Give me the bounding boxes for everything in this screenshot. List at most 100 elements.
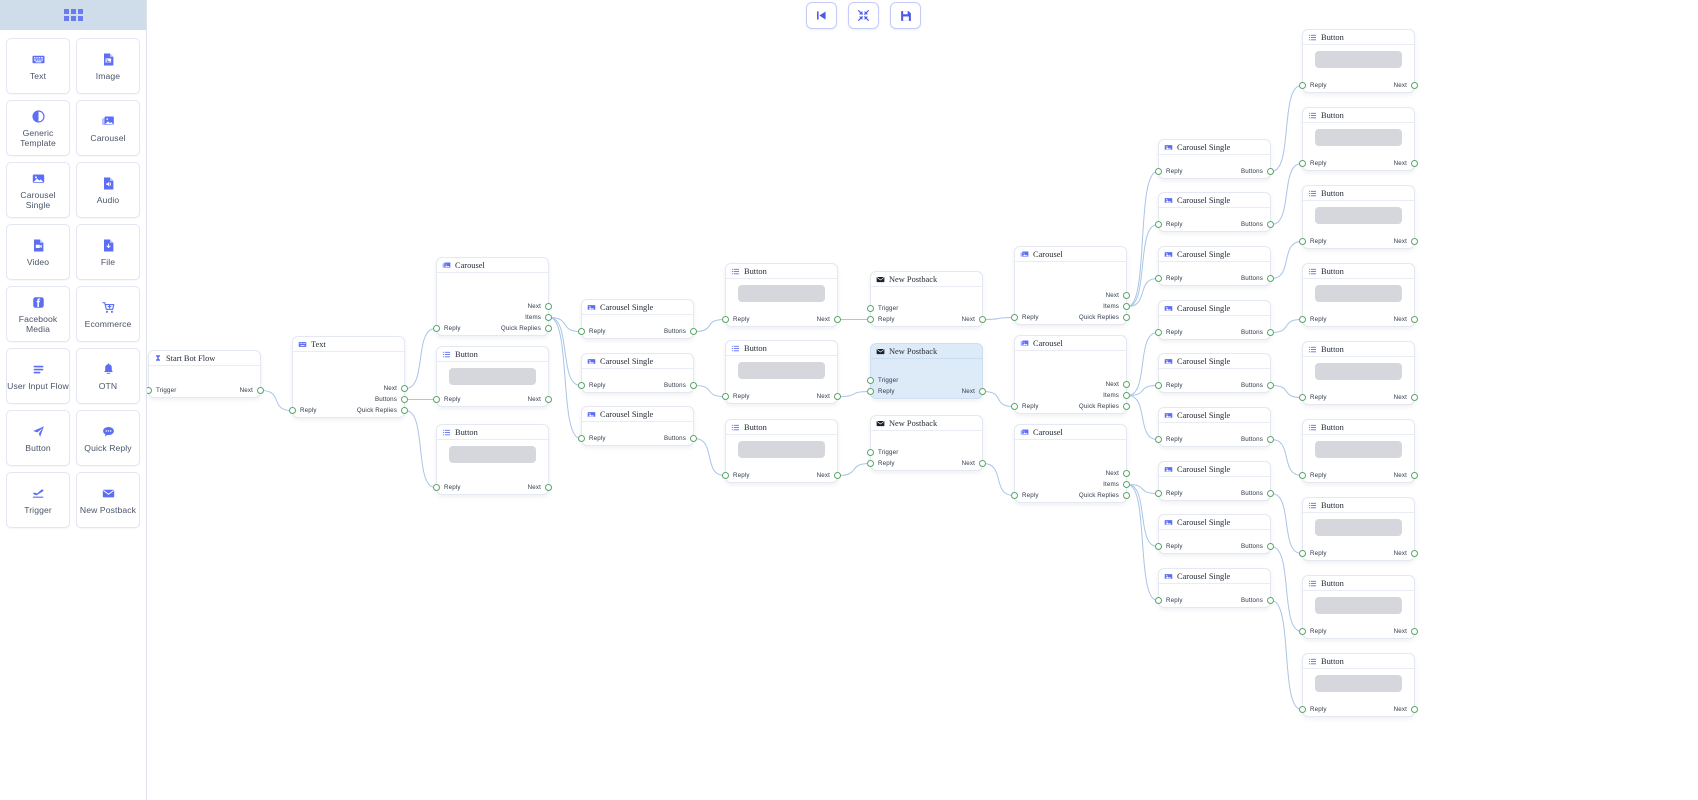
port-handle[interactable] — [433, 396, 440, 403]
port-handle[interactable] — [401, 407, 408, 414]
output-port-next[interactable]: Next — [384, 384, 408, 393]
node-header[interactable]: Button — [726, 341, 837, 356]
save-button[interactable] — [890, 2, 921, 29]
edge[interactable] — [1271, 600, 1302, 710]
input-port-trigger[interactable]: Trigger — [867, 304, 898, 313]
output-port-next[interactable]: Next — [962, 459, 986, 468]
edge[interactable] — [1271, 163, 1302, 225]
node-header[interactable]: Carousel — [1015, 336, 1126, 351]
node-header[interactable]: Button — [1303, 420, 1414, 435]
output-port-next[interactable]: Next — [528, 483, 552, 492]
edge[interactable] — [1271, 241, 1302, 279]
edge[interactable] — [694, 385, 725, 397]
node-header[interactable]: Button — [1303, 654, 1414, 669]
input-port-reply[interactable]: Reply — [1155, 328, 1183, 337]
port-handle[interactable] — [1267, 543, 1274, 550]
node-header[interactable]: Carousel Single — [582, 407, 693, 422]
node-header[interactable]: Carousel Single — [1159, 462, 1270, 477]
input-port-reply[interactable]: Reply — [1299, 159, 1327, 168]
input-port-reply[interactable]: Reply — [1155, 167, 1183, 176]
port-handle[interactable] — [545, 396, 552, 403]
output-port-next[interactable]: Next — [1394, 705, 1418, 714]
output-port-quick-replies[interactable]: Quick Replies — [1079, 402, 1130, 411]
input-port-reply[interactable]: Reply — [1299, 705, 1327, 714]
port-handle[interactable] — [401, 396, 408, 403]
output-port-next[interactable]: Next — [1394, 627, 1418, 636]
port-handle[interactable] — [979, 388, 986, 395]
output-port-items[interactable]: Items — [1103, 480, 1130, 489]
edge[interactable] — [983, 317, 1014, 320]
port-handle[interactable] — [1123, 314, 1130, 321]
output-port-next[interactable]: Next — [1106, 291, 1130, 300]
port-handle[interactable] — [1411, 472, 1418, 479]
output-port-next[interactable]: Next — [1394, 159, 1418, 168]
edge[interactable] — [694, 319, 725, 332]
port-handle[interactable] — [1155, 168, 1162, 175]
output-port-next[interactable]: Next — [962, 315, 986, 324]
palette-item-video[interactable]: Video — [6, 224, 70, 280]
input-port-reply[interactable]: Reply — [1299, 315, 1327, 324]
port-handle[interactable] — [1123, 303, 1130, 310]
palette-item-quick-reply[interactable]: Quick Reply — [76, 410, 140, 466]
port-handle[interactable] — [545, 484, 552, 491]
input-port-reply[interactable]: Reply — [1155, 274, 1183, 283]
port-handle[interactable] — [867, 377, 874, 384]
palette-item-user-input-flow[interactable]: User Input Flow — [6, 348, 70, 404]
port-handle[interactable] — [1155, 543, 1162, 550]
output-port-next[interactable]: Next — [240, 386, 264, 395]
port-handle[interactable] — [1299, 160, 1306, 167]
output-port-buttons[interactable]: Buttons — [1241, 220, 1274, 229]
input-port-reply[interactable]: Reply — [1155, 489, 1183, 498]
edge[interactable] — [1127, 332, 1158, 396]
node-header[interactable]: Carousel Single — [1159, 515, 1270, 530]
input-port-reply[interactable]: Reply — [1299, 237, 1327, 246]
edge[interactable] — [1127, 484, 1158, 494]
output-port-next[interactable]: Next — [817, 392, 841, 401]
input-port-reply[interactable]: Reply — [1155, 381, 1183, 390]
port-handle[interactable] — [1155, 221, 1162, 228]
palette-item-carousel[interactable]: Carousel — [76, 100, 140, 156]
port-handle[interactable] — [1155, 382, 1162, 389]
output-port-next[interactable]: Next — [962, 387, 986, 396]
port-handle[interactable] — [1011, 492, 1018, 499]
input-port-reply[interactable]: Reply — [1155, 435, 1183, 444]
port-handle[interactable] — [1267, 275, 1274, 282]
node-header[interactable]: Carousel Single — [1159, 301, 1270, 316]
port-handle[interactable] — [1123, 481, 1130, 488]
palette-item-facebook-media[interactable]: Facebook Media — [6, 286, 70, 342]
palette-item-otn[interactable]: OTN — [76, 348, 140, 404]
port-handle[interactable] — [722, 472, 729, 479]
output-port-buttons[interactable]: Buttons — [1241, 381, 1274, 390]
port-handle[interactable] — [1267, 382, 1274, 389]
output-port-next[interactable]: Next — [1394, 393, 1418, 402]
input-port-reply[interactable]: Reply — [433, 395, 461, 404]
node-header[interactable]: Carousel Single — [582, 354, 693, 369]
palette-item-ecommerce[interactable]: Ecommerce — [76, 286, 140, 342]
input-port-reply[interactable]: Reply — [1011, 313, 1039, 322]
port-handle[interactable] — [1411, 82, 1418, 89]
input-port-reply[interactable]: Reply — [1299, 393, 1327, 402]
node-header[interactable]: Carousel Single — [1159, 569, 1270, 584]
port-handle[interactable] — [867, 316, 874, 323]
node-header[interactable]: Text — [293, 337, 404, 352]
input-port-reply[interactable]: Reply — [1299, 549, 1327, 558]
port-handle[interactable] — [1123, 392, 1130, 399]
port-handle[interactable] — [722, 393, 729, 400]
node-header[interactable]: Carousel Single — [1159, 408, 1270, 423]
port-handle[interactable] — [545, 303, 552, 310]
port-handle[interactable] — [690, 328, 697, 335]
output-port-next[interactable]: Next — [817, 315, 841, 324]
palette-item-audio[interactable]: Audio — [76, 162, 140, 218]
port-handle[interactable] — [690, 435, 697, 442]
